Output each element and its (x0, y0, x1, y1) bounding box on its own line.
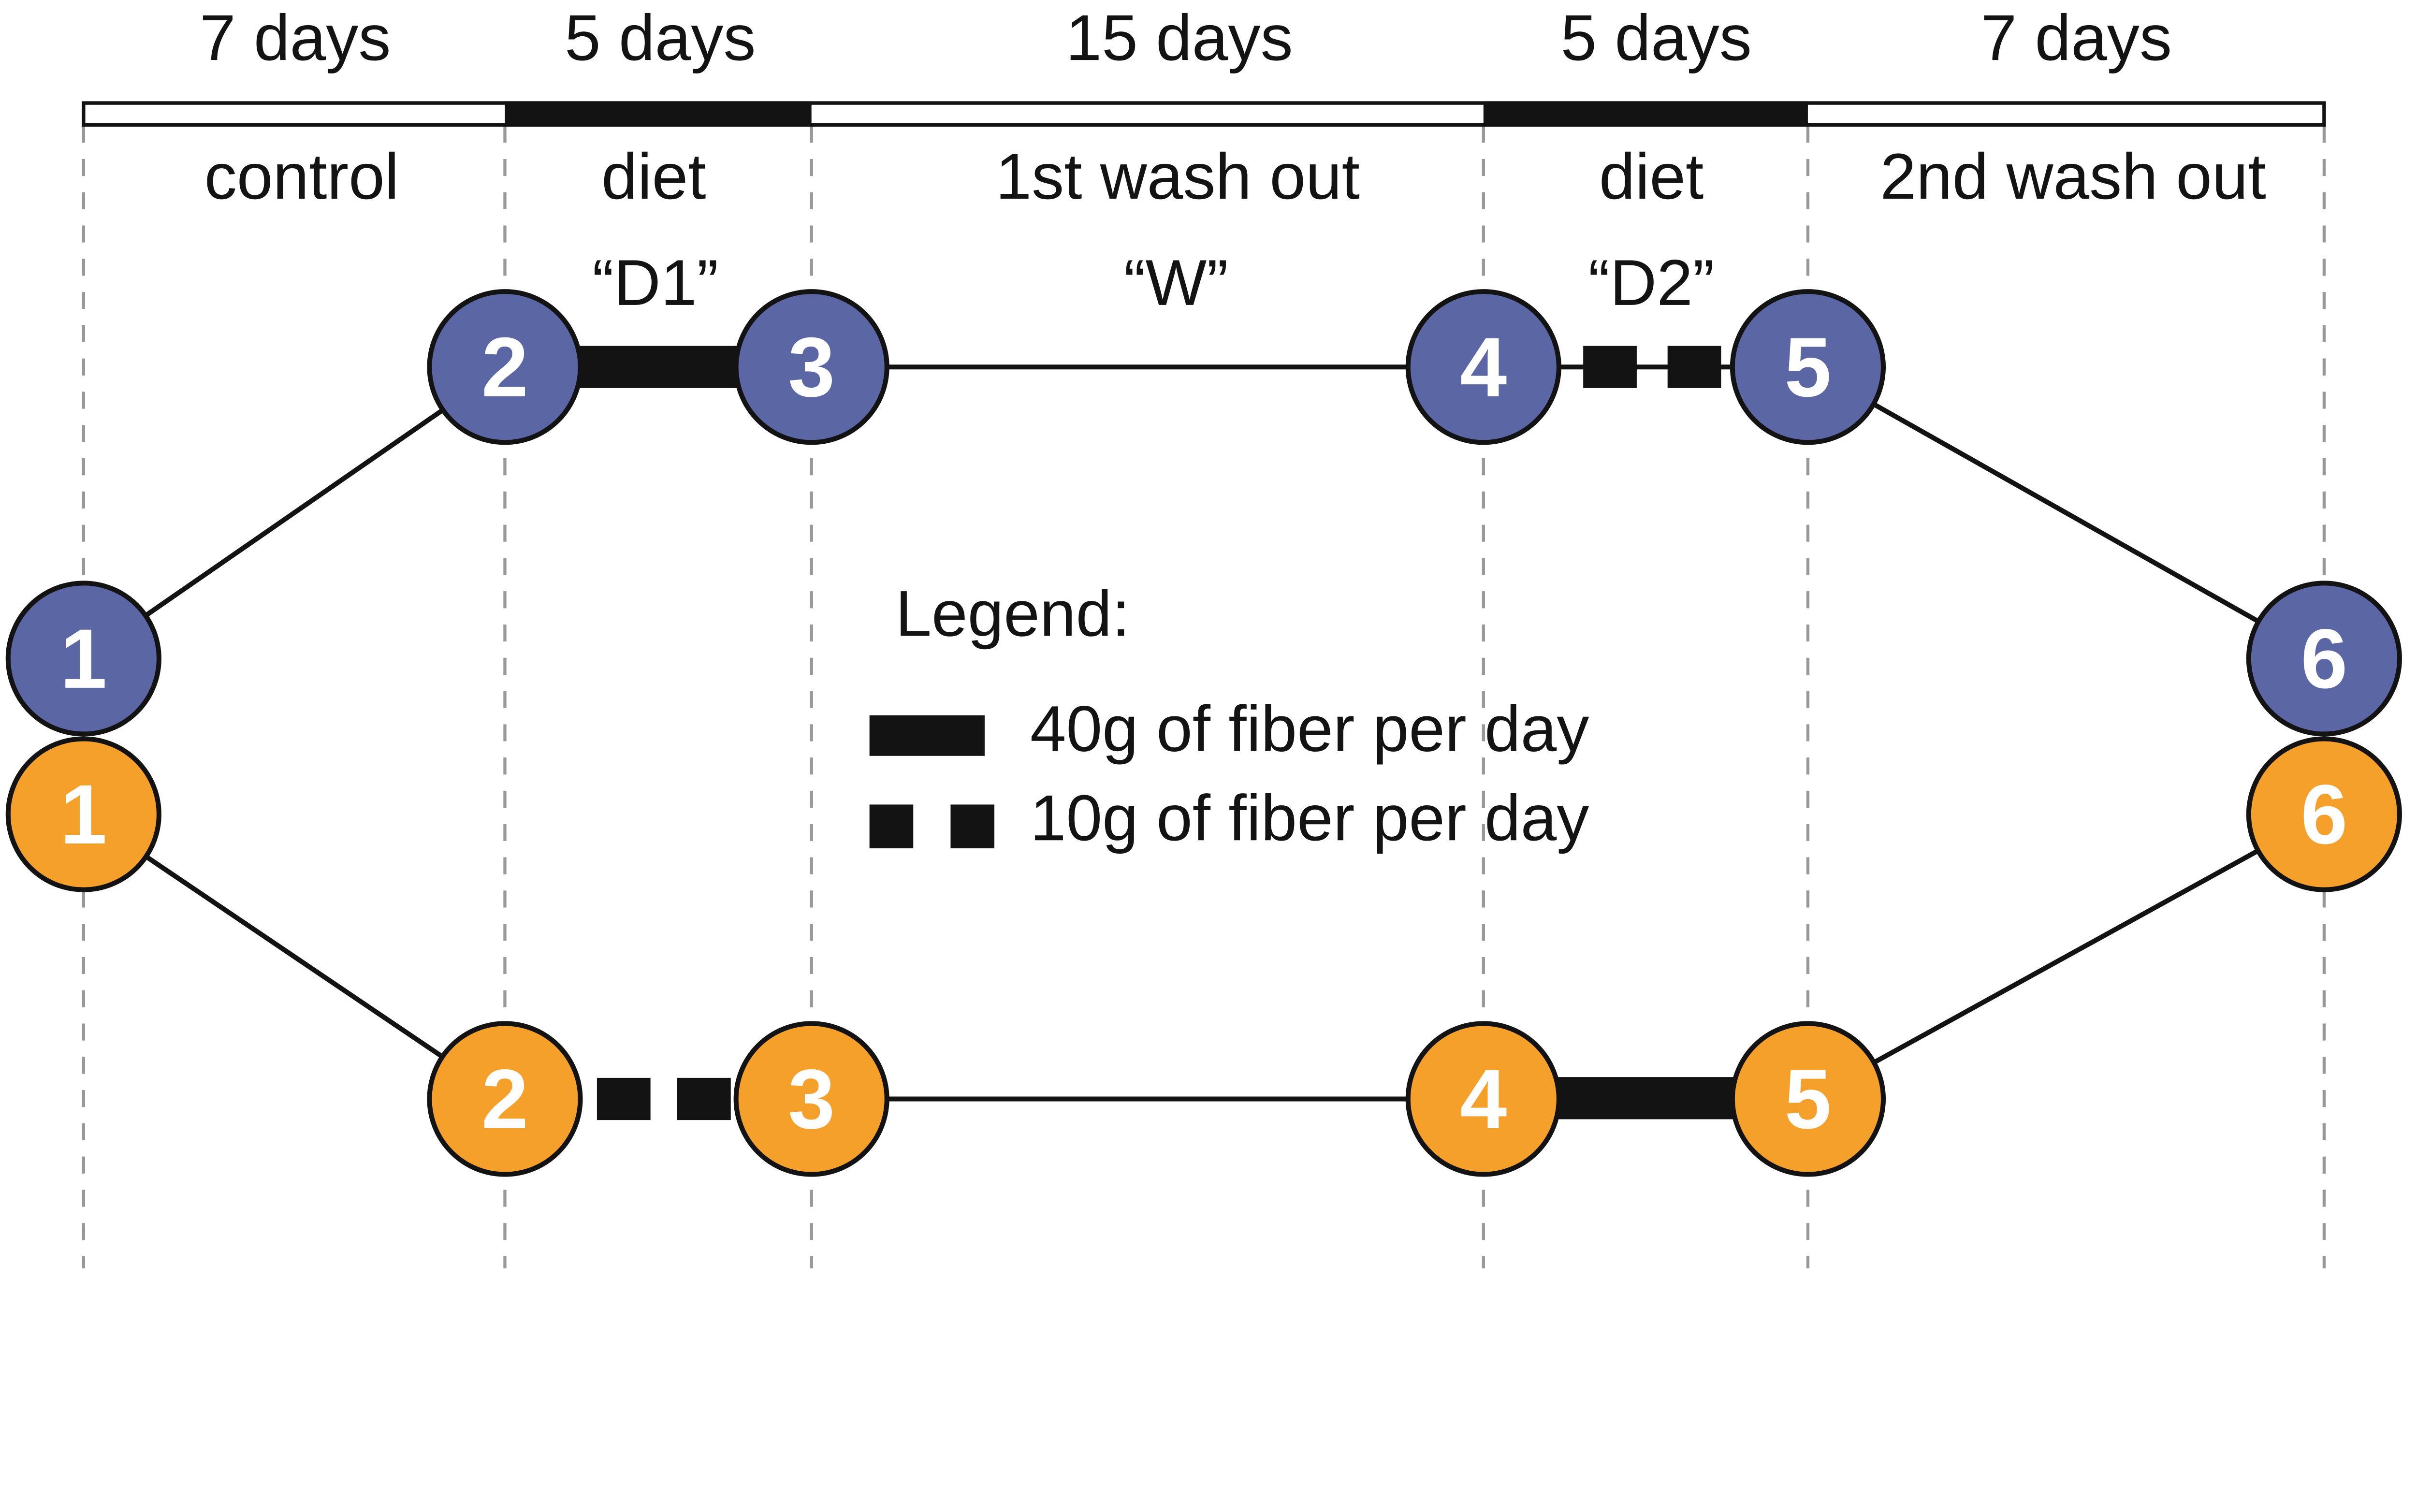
duration-label-diet1: 5 days (565, 1, 756, 74)
node-orange-2-number: 2 (481, 1052, 528, 1146)
node-blue-6-number: 6 (2301, 611, 2347, 706)
phase-label-diet1: diet (601, 140, 706, 213)
diet1-bar-segment (505, 101, 812, 127)
node-orange-6-number: 6 (2301, 767, 2347, 861)
study-design-figure: 7 days 5 days 15 days 5 days 7 days cont… (5, 1, 2402, 1269)
duration-labels: 7 days 5 days 15 days 5 days 7 days (200, 1, 2172, 74)
legend-label-10g: 10g of fiber per day (1030, 782, 1589, 854)
node-orange-1-number: 1 (60, 767, 107, 861)
node-blue-6 (2246, 581, 2402, 737)
legend-swatch-40g (869, 715, 985, 756)
phase-label-diet2: diet (1599, 140, 1704, 213)
node-blue-5-number: 5 (1784, 320, 1831, 414)
edge-blue-5-6 (1806, 364, 2326, 661)
timeline-bar-track (82, 101, 2326, 127)
connector-10g-orange-2-3-square-2 (677, 1077, 731, 1120)
node-blue-1 (5, 581, 161, 737)
node-blue-2-number: 2 (481, 320, 528, 414)
node-orange-4 (1405, 1021, 1561, 1177)
node-blue-3-number: 3 (788, 320, 835, 414)
legend-swatch-10g-square-1 (869, 804, 914, 849)
node-orange-5 (1730, 1021, 1886, 1177)
orange-arm-nodes: 1 2 3 4 5 6 (5, 736, 2402, 1177)
node-blue-5 (1730, 289, 1886, 445)
phase-label-control: control (204, 140, 399, 213)
node-blue-4 (1405, 289, 1561, 445)
code-labels: “D1” “W” “D2” (592, 247, 1714, 319)
duration-label-washout2: 7 days (1981, 1, 2172, 74)
phase-labels: control diet 1st wash out diet 2nd wash … (204, 140, 2266, 213)
phase-label-washout1: 1st wash out (995, 140, 1360, 213)
blue-arm-nodes: 1 2 3 4 5 6 (5, 289, 2402, 737)
node-orange-5-number: 5 (1784, 1052, 1831, 1146)
duration-label-diet2: 5 days (1560, 1, 1751, 74)
edge-blue-1-2 (82, 365, 507, 661)
node-blue-2 (427, 289, 583, 445)
duration-label-control: 7 days (200, 1, 391, 74)
edge-orange-5-6 (1806, 812, 2326, 1101)
diet2-bar-segment (1483, 101, 1808, 127)
duration-label-washout1: 15 days (1066, 1, 1293, 74)
figure-canvas: 7 days 5 days 15 days 5 days 7 days cont… (5, 1, 2402, 1269)
code-label-w: “W” (1124, 247, 1228, 319)
legend: Legend: 40g of fiber per day 10g of fibe… (869, 577, 1589, 854)
node-orange-3-number: 3 (788, 1052, 835, 1146)
node-orange-2 (427, 1021, 583, 1177)
node-orange-1 (5, 736, 161, 892)
node-orange-6 (2246, 736, 2402, 892)
legend-swatch-10g-square-2 (950, 804, 995, 849)
connector-10g-blue-4-5-square-1 (1583, 346, 1637, 388)
node-blue-1-number: 1 (60, 611, 107, 706)
node-blue-4-number: 4 (1460, 320, 1507, 414)
node-orange-4-number: 4 (1460, 1052, 1507, 1146)
connector-10g-blue-4-5-square-2 (1667, 346, 1721, 388)
code-label-d1: “D1” (592, 247, 718, 319)
edge-orange-1-2 (82, 812, 507, 1101)
legend-label-40g: 40g of fiber per day (1030, 693, 1589, 765)
connector-10g-orange-2-3-square-1 (597, 1077, 651, 1120)
phase-label-washout2: 2nd wash out (1880, 140, 2266, 213)
node-orange-3 (733, 1021, 889, 1177)
timeline-bar (82, 101, 2326, 127)
node-blue-3 (733, 289, 889, 445)
code-label-d2: “D2” (1588, 247, 1715, 319)
legend-title: Legend: (895, 577, 1130, 650)
